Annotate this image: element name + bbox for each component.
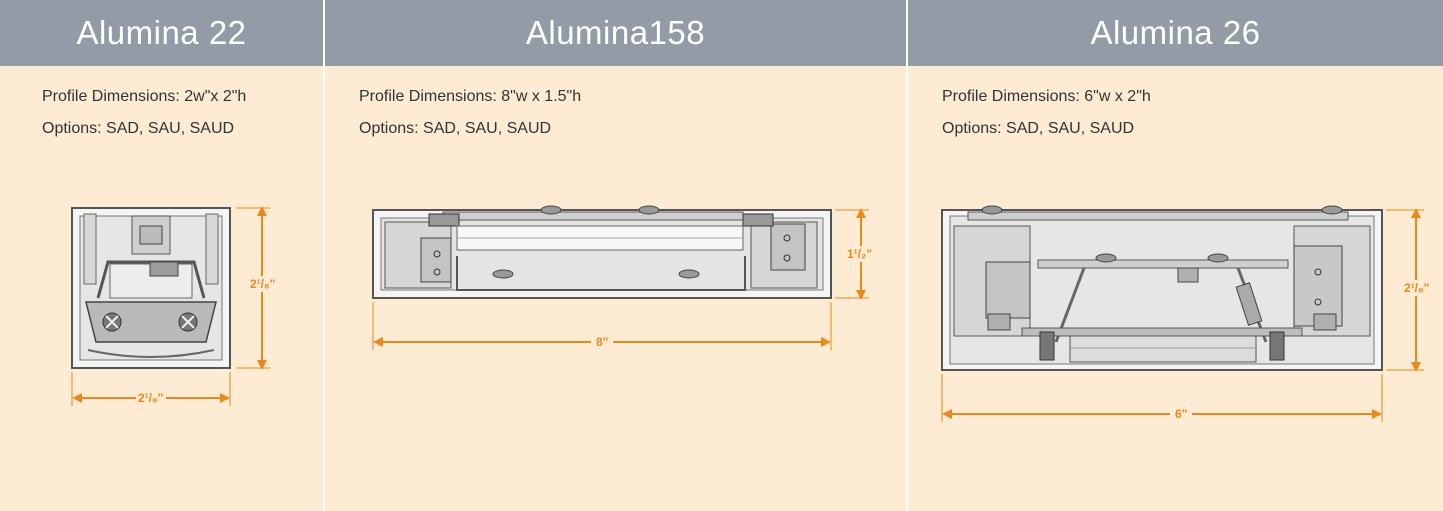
- product-column-alumina158: Alumina158 Profile Dimensions: 8"w x 1.5…: [325, 0, 906, 511]
- product-title: Alumina 26: [908, 0, 1443, 66]
- height-dimension-label: 2¹/₈": [250, 277, 276, 291]
- product-panel: Profile Dimensions: 2w"x 2"h Options: SA…: [0, 66, 323, 511]
- product-title: Alumina158: [325, 0, 906, 66]
- product-panel: Profile Dimensions: 8"w x 1.5"h Options:…: [325, 66, 906, 511]
- profile-dimensions: Profile Dimensions: 2w"x 2"h: [42, 88, 247, 105]
- options-text: Options: SAD, SAU, SAUD: [359, 120, 552, 137]
- profile-drawing: [372, 205, 877, 350]
- options-text: Options: SAD, SAU, SAUD: [942, 120, 1135, 137]
- height-dimension-label: 1¹/₂": [847, 247, 873, 261]
- profile-drawing: [71, 206, 276, 406]
- width-dimension-label: 6": [1175, 407, 1188, 421]
- product-column-alumina-22: Alumina 22 Profile Dimensions: 2w"x 2"h …: [0, 0, 323, 511]
- options-text: Options: SAD, SAU, SAUD: [42, 120, 235, 137]
- width-dimension-label: 8": [596, 335, 609, 349]
- product-panel: Profile Dimensions: 6"w x 2"h Options: S…: [908, 66, 1443, 511]
- product-column-alumina-26: Alumina 26 Profile Dimensions: 6"w x 2"h…: [908, 0, 1443, 511]
- profile-dimensions: Profile Dimensions: 6"w x 2"h: [942, 88, 1151, 105]
- profile-drawing: [941, 205, 1430, 422]
- profile-dimensions: Profile Dimensions: 8"w x 1.5"h: [359, 88, 582, 105]
- width-dimension-label: 2¹/₈": [138, 391, 164, 405]
- height-dimension-label: 2¹/₈": [1404, 281, 1430, 295]
- product-title: Alumina 22: [0, 0, 323, 66]
